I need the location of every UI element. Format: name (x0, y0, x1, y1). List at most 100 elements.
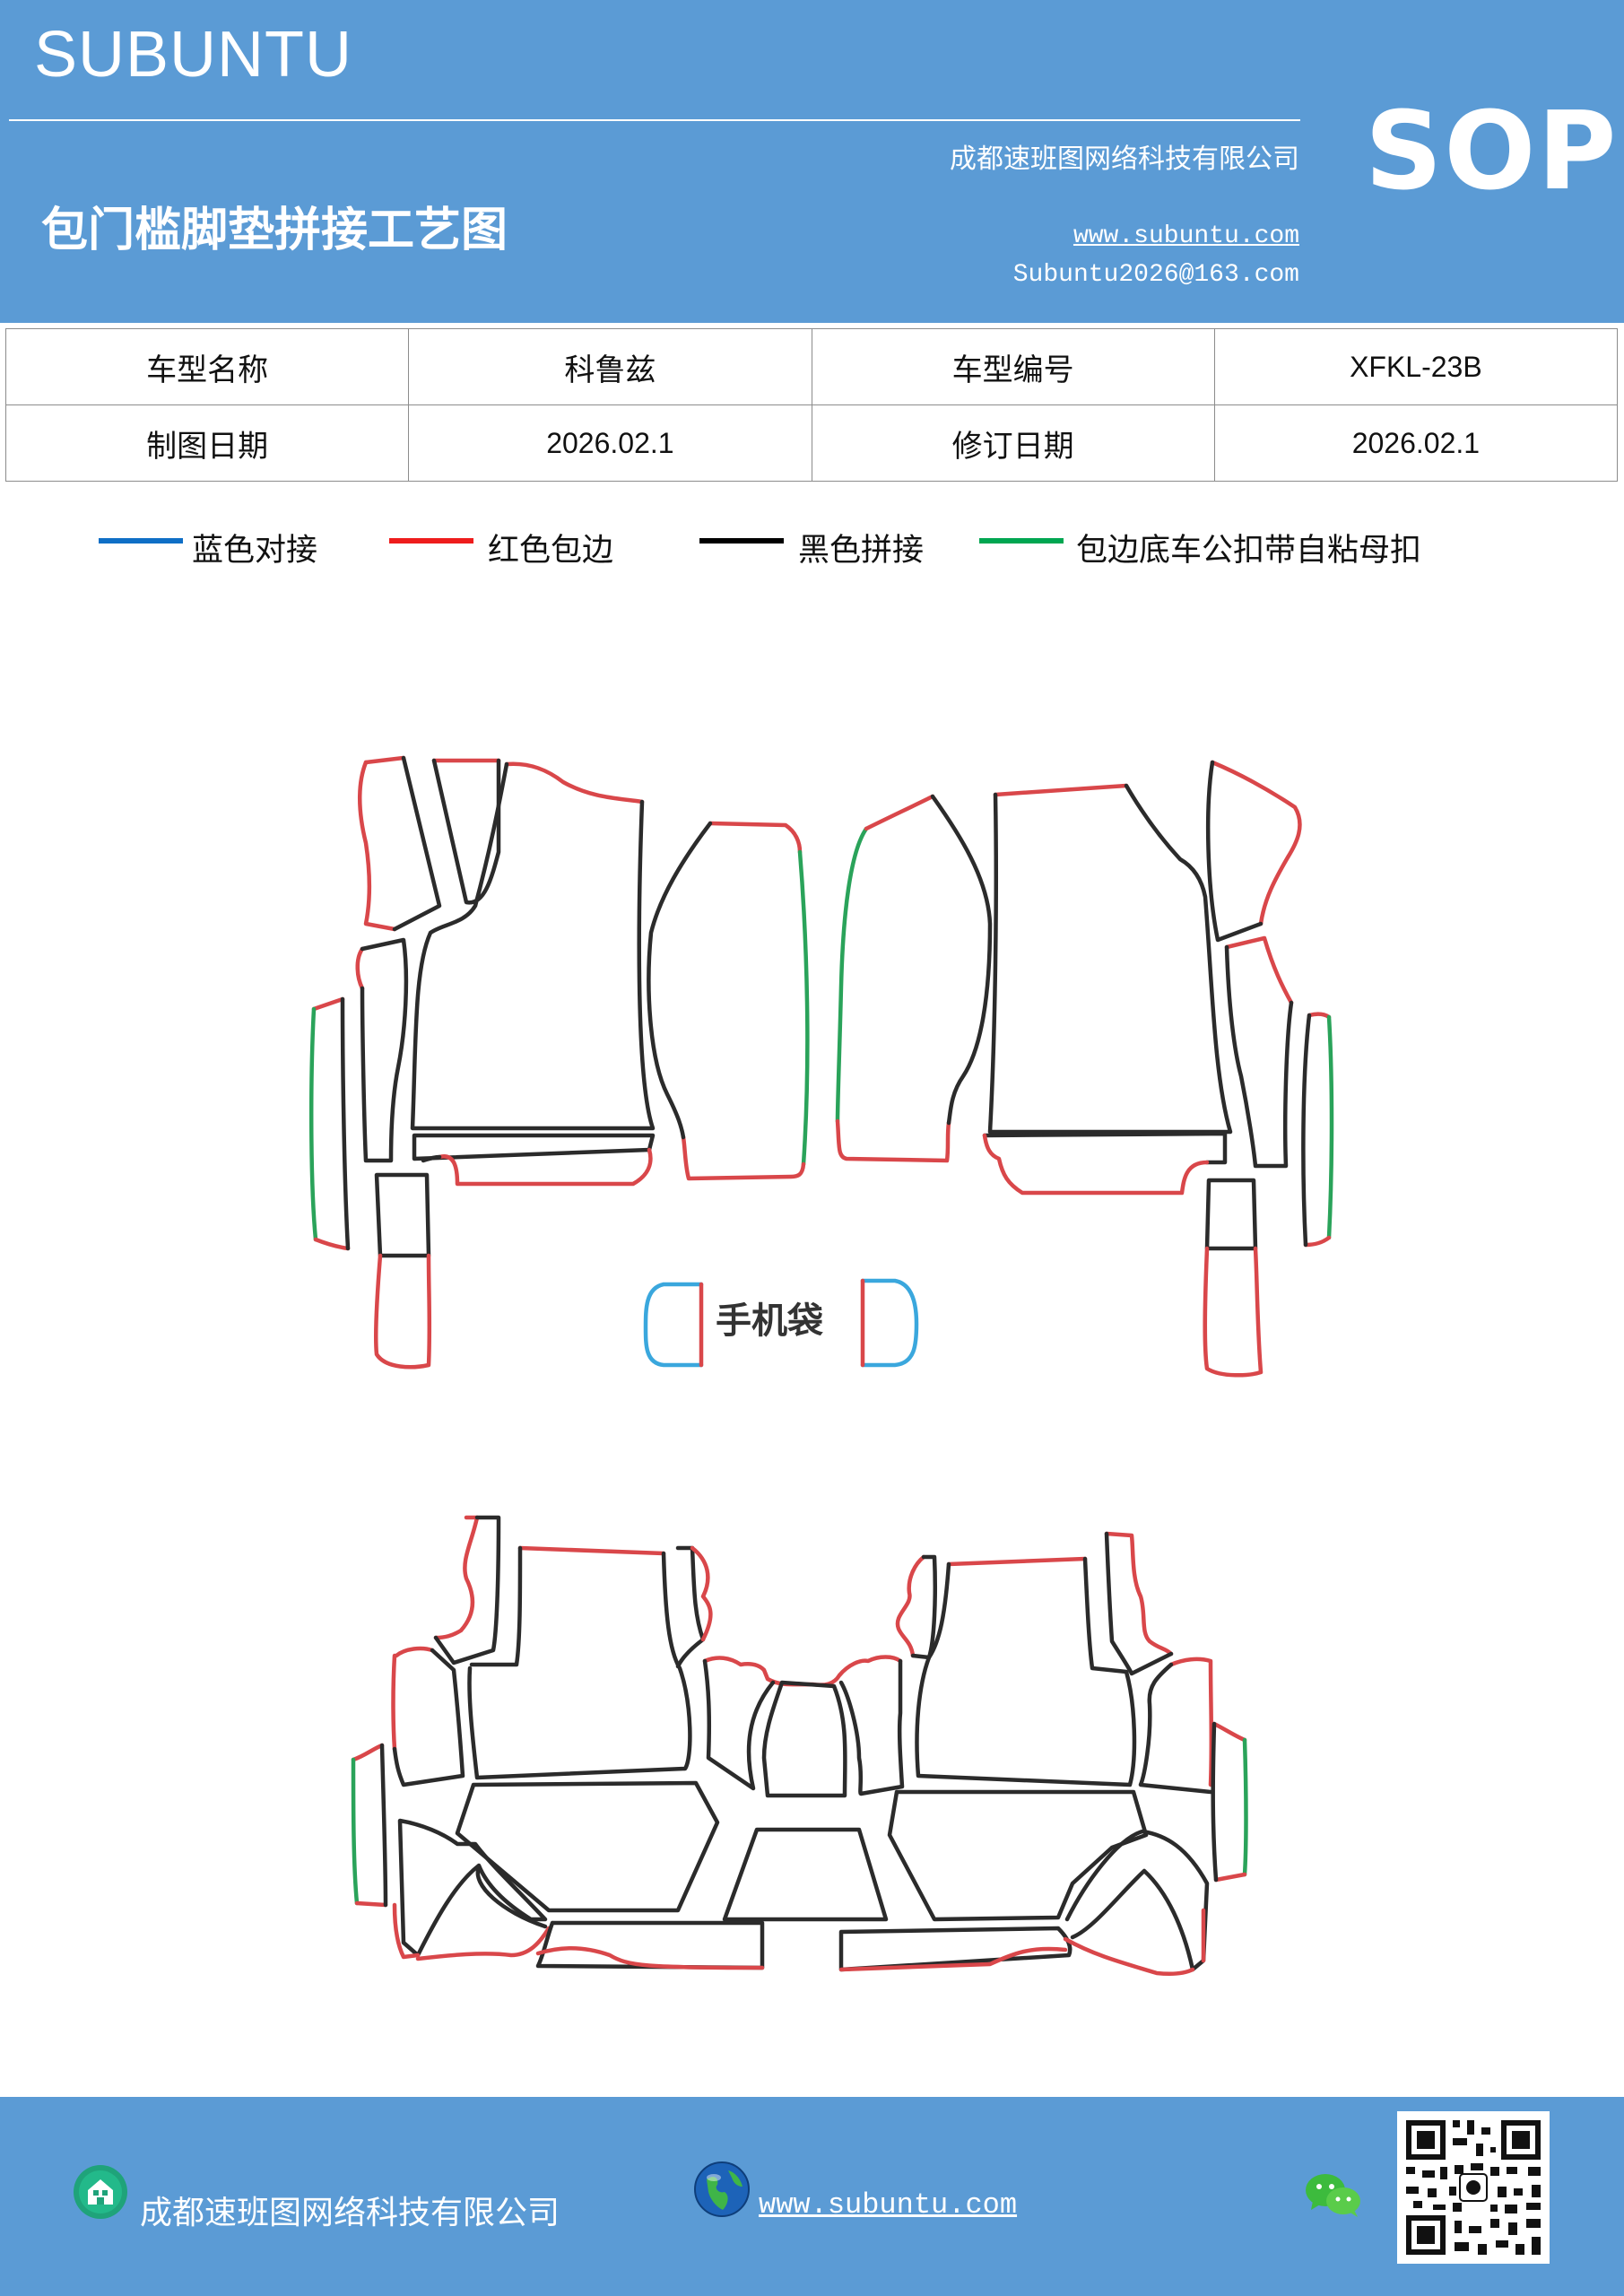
mat-piece (392, 1902, 421, 1960)
mat-piece (1168, 1657, 1214, 1787)
mat-piece (392, 1648, 465, 1787)
mat-piece (1224, 944, 1294, 1169)
cell-model-name-label: 车型名称 (4, 328, 410, 405)
footer-banner: 成都速班图网络科技有限公司 www.subuntu.com (0, 2097, 1624, 2296)
mat-piece (421, 1154, 442, 1163)
mat-piece (410, 761, 656, 1131)
mat-piece (702, 1655, 903, 1687)
mat-piece (895, 1554, 926, 1658)
mat-piece (1307, 1012, 1332, 1020)
legend-swatch-red (389, 538, 473, 544)
mat-piece (1064, 1829, 1210, 1972)
cell-draw-date-label: 制图日期 (4, 404, 410, 482)
pocket-left (643, 1282, 704, 1368)
mat-piece (475, 1865, 548, 1929)
legend-label: 黑色拼接 (798, 533, 925, 569)
mat-piece (915, 1556, 1137, 1787)
mat-piece (1211, 1721, 1219, 1883)
phone-pocket: 手机袋 (643, 1278, 919, 1368)
mat-piece (535, 1946, 765, 1970)
mat-piece (761, 1680, 847, 1798)
footer-company: 成都速班图网络科技有限公司 (140, 2195, 560, 2231)
website-link[interactable]: www.subuntu.com (1073, 222, 1299, 250)
mat-piece (394, 1646, 435, 1658)
mat-piece (391, 1653, 397, 1752)
wechat-icon[interactable] (1304, 2170, 1363, 2221)
mat-piece (374, 1172, 431, 1258)
mat-piece (1104, 1531, 1174, 1657)
mat-piece (363, 755, 406, 765)
qr-code (1397, 2111, 1550, 2264)
page-title: 包门槛脚垫拼接工艺图 (41, 204, 508, 257)
cell-model-code-value: XFKL-23B (1213, 328, 1619, 405)
mat-piece (504, 761, 645, 804)
mat-piece (1104, 1531, 1174, 1676)
mat-piece (311, 996, 345, 1012)
brand-name: SUBUNTU (34, 19, 353, 91)
mat-piece (415, 1926, 551, 1961)
mat-piece (982, 1131, 1228, 1165)
mat-piece (1242, 1737, 1248, 1877)
cell-draw-date-value: 2026.02.1 (408, 404, 812, 482)
mat-piece (379, 1743, 388, 1908)
mat-piece (835, 826, 869, 1124)
mat-piece (469, 1545, 523, 1667)
mat-piece (354, 1900, 388, 1908)
mat-piece (993, 783, 1129, 797)
mat-piece (1063, 1936, 1195, 1977)
mat-piece (1203, 1246, 1264, 1378)
mat-piece (1326, 1014, 1334, 1240)
mat-piece (373, 1253, 432, 1370)
mat-piece (308, 1006, 318, 1242)
mat-piece (358, 760, 397, 932)
mat-piece (864, 794, 935, 831)
legend-label: 包边底车公扣带自粘母扣 (1076, 533, 1422, 569)
header-banner: SUBUNTU 成都速班图网络科技有限公司 包门槛脚垫拼接工艺图 www.sub… (0, 0, 1624, 323)
cell-model-name-value: 科鲁兹 (408, 328, 812, 405)
mat-piece (1211, 1721, 1247, 1743)
rear-pieces (351, 1515, 1248, 1977)
mat-piece (433, 1515, 501, 1665)
header-divider (9, 119, 1300, 121)
legend-label: 红色包边 (488, 533, 614, 569)
mat-piece (702, 1658, 776, 1791)
mat-piece (351, 1743, 385, 1762)
legend-swatch-blue (99, 538, 183, 544)
mat-piece (797, 849, 810, 1167)
mat-piece (412, 1133, 656, 1161)
mat-piece (455, 1780, 720, 1913)
mat-piece (838, 1946, 1068, 1972)
building-icon (74, 2165, 127, 2219)
mat-piece (360, 937, 409, 1163)
cell-revise-date-label: 修订日期 (811, 404, 1215, 482)
front-left-pieces (308, 755, 810, 1370)
mat-piece (392, 755, 442, 932)
company-name: 成都速班图网络科技有限公司 (950, 144, 1299, 175)
mat-piece (355, 946, 365, 991)
mat-piece (930, 794, 993, 1126)
mat-piece (431, 758, 501, 905)
mat-piece (1138, 1662, 1213, 1795)
mat-piece (1213, 1872, 1247, 1883)
mat-piece (838, 1926, 1073, 1972)
pocket-right (860, 1278, 919, 1368)
pocket-label: 手机袋 (716, 1300, 823, 1342)
mat-piece (722, 1827, 889, 1922)
footer-website-link[interactable]: www.subuntu.com (759, 2188, 1018, 2222)
mat-piece (946, 1556, 1088, 1567)
legend: 蓝色对接 红色包边 黑色拼接 包边底车公扣带自粘母扣 (0, 525, 1624, 570)
mat-piece (681, 1135, 806, 1181)
mat-piece (910, 1554, 937, 1660)
email-address[interactable]: Subuntu2026@163.com (1012, 261, 1299, 289)
mat-piece (313, 1237, 351, 1251)
cell-model-code-label: 车型编号 (811, 328, 1215, 405)
mat-piece (433, 1515, 480, 1640)
mat-piece (517, 1545, 666, 1556)
legend-swatch-green (979, 538, 1064, 544)
front-right-pieces (835, 760, 1334, 1378)
mat-piece (1303, 1235, 1332, 1248)
mat-piece (690, 1545, 713, 1642)
info-table: 车型名称 科鲁兹 车型编号 XFKL-23B 制图日期 2026.02.1 修订… (4, 328, 1619, 482)
mat-piece (351, 1757, 360, 1906)
